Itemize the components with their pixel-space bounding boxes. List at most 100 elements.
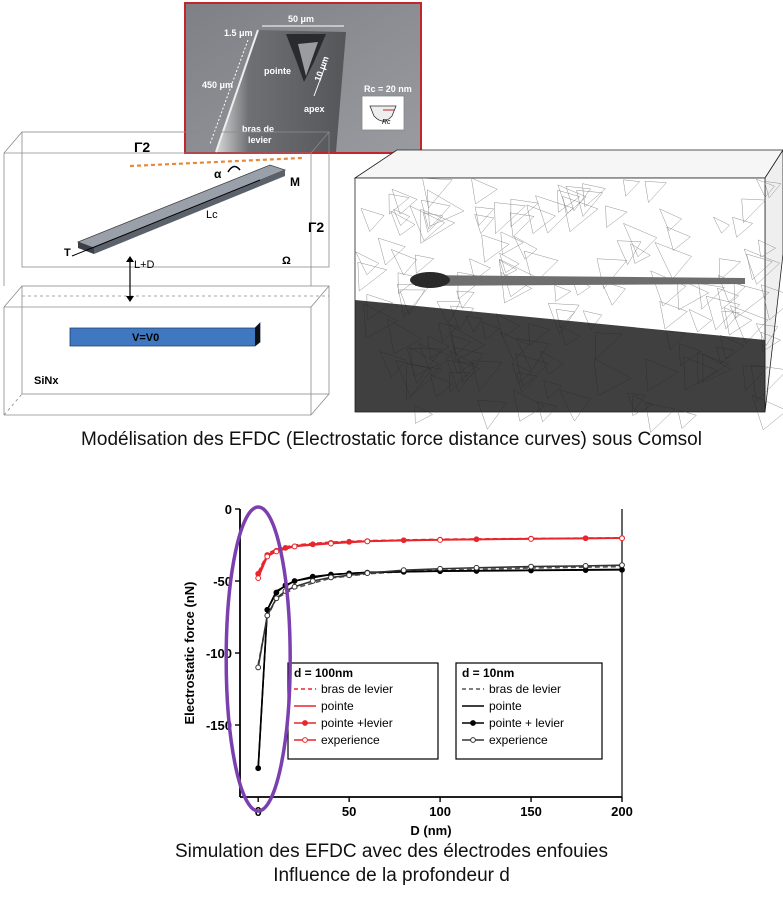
mesh-element bbox=[422, 177, 453, 209]
mesh-element bbox=[471, 177, 498, 205]
legend-entry: experience bbox=[321, 733, 380, 747]
mesh-element bbox=[654, 242, 692, 280]
mesh-element bbox=[666, 226, 691, 251]
y-tick-label: 0 bbox=[225, 502, 232, 517]
mesh-element bbox=[397, 272, 420, 295]
gamma-top-label: Γ2 bbox=[134, 139, 150, 155]
mesh-element bbox=[555, 308, 576, 329]
mesh-element bbox=[623, 179, 641, 197]
alpha-label: α bbox=[214, 167, 222, 181]
data-point bbox=[346, 572, 353, 579]
lever-length-label: Lc bbox=[206, 209, 218, 221]
mesh-element bbox=[659, 301, 688, 330]
mesh-element bbox=[399, 289, 426, 316]
mesh-element bbox=[523, 250, 559, 286]
mesh-element bbox=[526, 204, 556, 234]
data-point bbox=[273, 595, 280, 602]
mesh-element bbox=[688, 308, 712, 333]
data-point bbox=[255, 575, 262, 582]
mesh-element bbox=[717, 287, 740, 310]
mesh-element bbox=[677, 409, 697, 429]
x-tick-label: 50 bbox=[342, 804, 356, 819]
mesh-element bbox=[741, 198, 766, 224]
data-point bbox=[291, 543, 298, 550]
legend-entry: bras de levier bbox=[321, 682, 393, 696]
x-axis-label: D (nm) bbox=[410, 823, 451, 838]
mesh-element bbox=[746, 253, 773, 281]
mesh-element bbox=[388, 193, 410, 215]
y-tick-label: -100 bbox=[206, 646, 232, 661]
mesh-element bbox=[729, 305, 769, 344]
mesh-element bbox=[420, 199, 451, 230]
lever-thickness-label: T bbox=[64, 247, 71, 259]
mesh-element bbox=[582, 183, 606, 208]
mesh-element bbox=[557, 189, 581, 213]
data-point bbox=[291, 583, 298, 590]
mesh-element bbox=[644, 180, 667, 203]
y-tick-label: -50 bbox=[213, 574, 232, 589]
mesh-element bbox=[698, 283, 725, 310]
mesh-element bbox=[677, 278, 710, 311]
mesh-element bbox=[474, 206, 495, 226]
legend-entry: pointe +levier bbox=[321, 716, 393, 730]
mesh-element bbox=[355, 251, 380, 276]
mesh-element bbox=[360, 208, 385, 232]
legend-box bbox=[455, 662, 603, 760]
data-point bbox=[437, 565, 443, 572]
data-point bbox=[400, 567, 407, 574]
legend-entry: pointe + levier bbox=[489, 716, 564, 730]
caption-simulation-line2: Influence de la profondeur d bbox=[273, 865, 510, 886]
data-point bbox=[528, 536, 534, 542]
y-axis-label: Electrostatic force (nN) bbox=[182, 581, 197, 724]
mesh-element bbox=[498, 259, 518, 278]
mesh-element bbox=[705, 295, 741, 331]
legend-entry: pointe bbox=[489, 699, 522, 713]
data-point bbox=[619, 566, 625, 573]
data-point bbox=[328, 540, 334, 547]
data-point bbox=[437, 537, 443, 543]
mesh-element bbox=[718, 258, 742, 281]
data-point bbox=[309, 578, 316, 584]
mesh-element bbox=[499, 252, 520, 273]
mesh-element bbox=[755, 178, 775, 198]
mesh-element bbox=[509, 212, 535, 238]
mesh-element bbox=[357, 261, 388, 292]
mesh-element bbox=[743, 248, 780, 285]
legend-entry: bras de levier bbox=[489, 682, 561, 696]
sem-apex-label: apex bbox=[304, 104, 325, 114]
mesh-element bbox=[582, 310, 603, 330]
caption-simulation: Simulation des EFDC avec des électrodes … bbox=[0, 840, 783, 888]
omega-label: Ω bbox=[282, 255, 291, 267]
data-point bbox=[619, 562, 625, 569]
x-tick-label: 200 bbox=[611, 804, 633, 819]
mesh-element bbox=[535, 195, 574, 234]
mesh-element bbox=[481, 234, 510, 263]
mesh-element bbox=[630, 243, 651, 264]
mesh-element bbox=[415, 254, 435, 274]
mesh-element bbox=[494, 202, 526, 235]
data-point bbox=[255, 664, 262, 671]
mesh-element bbox=[390, 249, 418, 276]
sem-radius-label: Rc = 20 nm bbox=[364, 84, 412, 94]
mesh-element bbox=[390, 210, 416, 236]
legend-marker bbox=[470, 737, 476, 743]
data-point bbox=[255, 765, 262, 772]
gamma-right-label: Γ2 bbox=[308, 219, 324, 235]
substrate-label: SiNx bbox=[34, 375, 59, 387]
legend-title: d = 10nm bbox=[462, 666, 514, 680]
caption-modeling: Modélisation des EFDC (Electrostatic for… bbox=[81, 429, 702, 450]
mesh-element bbox=[557, 184, 587, 214]
mesh-element bbox=[758, 239, 776, 258]
data-point bbox=[364, 570, 371, 576]
sem-micrograph: Rc 50 μm 1.5 μm 450 μm pointe 10 μm apex… bbox=[184, 2, 422, 154]
mesh-element bbox=[616, 240, 642, 266]
sem-width-label: 50 μm bbox=[288, 14, 314, 24]
mesh-drawing bbox=[353, 149, 783, 433]
sem-image: Rc 50 μm 1.5 μm 450 μm pointe 10 μm apex… bbox=[186, 4, 420, 153]
data-point bbox=[619, 535, 625, 542]
data-point bbox=[328, 574, 334, 581]
data-point bbox=[273, 548, 280, 555]
sem-radius-symbol: Rc bbox=[382, 119, 391, 126]
mesh-element bbox=[659, 208, 682, 232]
